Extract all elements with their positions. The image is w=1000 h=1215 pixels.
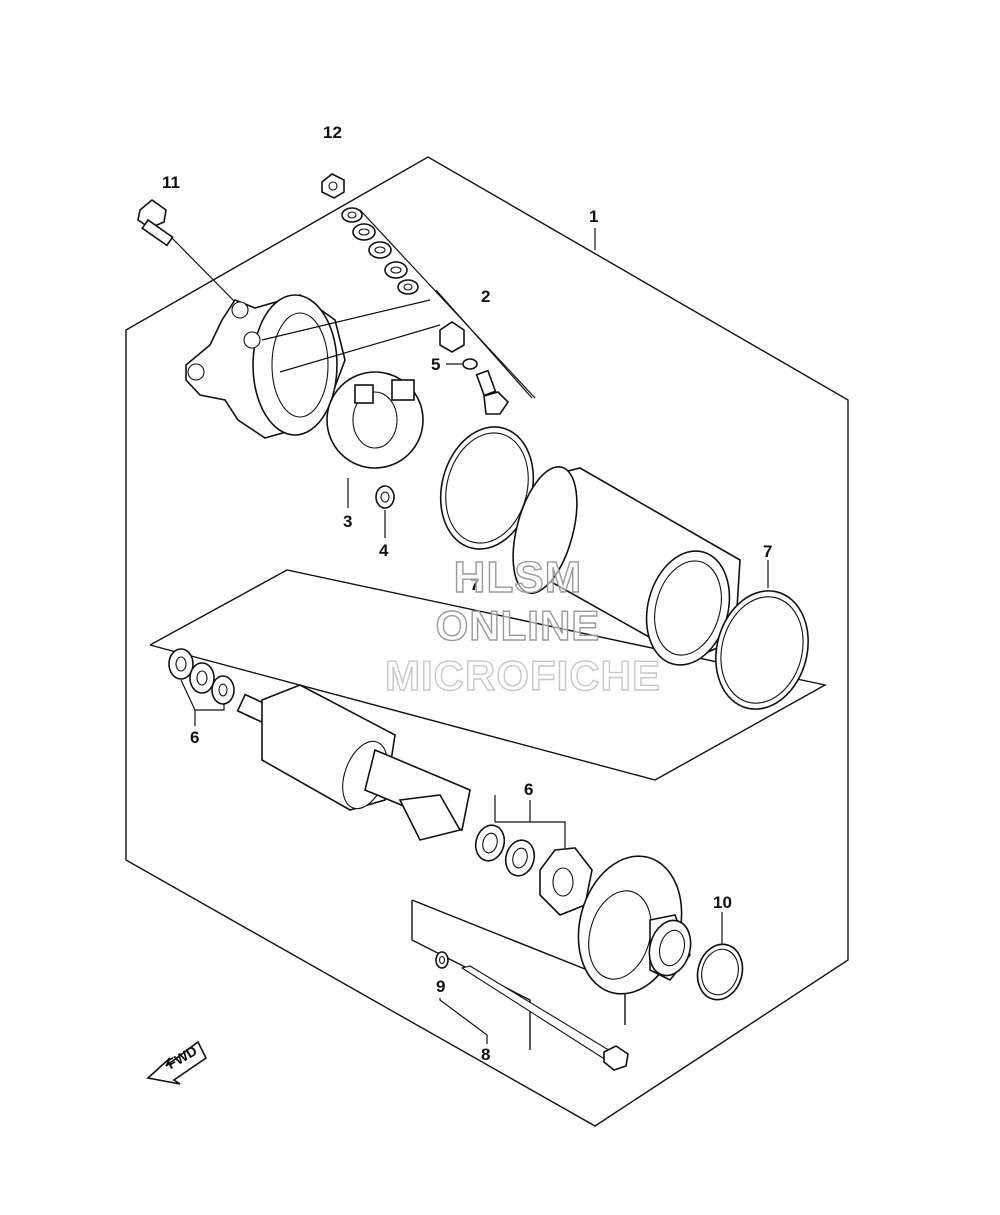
rear-end-cover: [577, 855, 692, 995]
callout-7-upper: 7: [470, 575, 479, 594]
watermark-line-2: ONLINE: [436, 602, 601, 649]
assembly-boundary-box: [125, 156, 849, 1127]
fwd-direction-marker: FWD: [146, 1040, 208, 1085]
callout-12: 12: [323, 123, 342, 142]
callout-10: 10: [713, 893, 732, 912]
front-housing: [185, 294, 441, 439]
o-ring-part-10: [696, 912, 744, 1001]
watermark-line-3: MICROFICHE: [385, 652, 661, 699]
terminal-bolt: [475, 369, 510, 415]
through-bolt-group-box: [411, 900, 531, 1050]
yoke-field-frame: [512, 465, 741, 666]
o-ring-part-5: [446, 358, 478, 370]
watermark-line-1: HLSM: [454, 553, 583, 602]
armature-group-box: [149, 569, 827, 781]
bearing-part-4: [375, 485, 395, 538]
washer-part-9: [435, 951, 449, 969]
callout-5: 5: [431, 355, 440, 374]
callout-11: 11: [162, 173, 180, 192]
callout-1: 1: [589, 207, 598, 226]
bolt-part-11: [137, 198, 239, 306]
callout-8: 8: [481, 1045, 490, 1064]
washers-part-6-left: [168, 648, 235, 726]
callout-3: 3: [343, 512, 352, 531]
nut-part-12: [321, 173, 345, 199]
through-bolt-part-8: [439, 965, 629, 1071]
o-ring-part-7-upper: [439, 426, 535, 550]
callout-4: 4: [379, 541, 389, 560]
washers-part-6-right: [474, 795, 593, 916]
brush-holder-part-3: [326, 371, 424, 508]
armature: [236, 684, 471, 841]
terminal-kit-part-2: [341, 207, 536, 399]
callout-2: 2: [481, 287, 490, 306]
callout-9: 9: [436, 977, 445, 996]
callout-6-right: 6: [524, 780, 533, 799]
callout-7-lower: 7: [763, 542, 772, 561]
o-ring-part-7-lower: [715, 560, 809, 710]
callout-6-left: 6: [190, 728, 199, 747]
